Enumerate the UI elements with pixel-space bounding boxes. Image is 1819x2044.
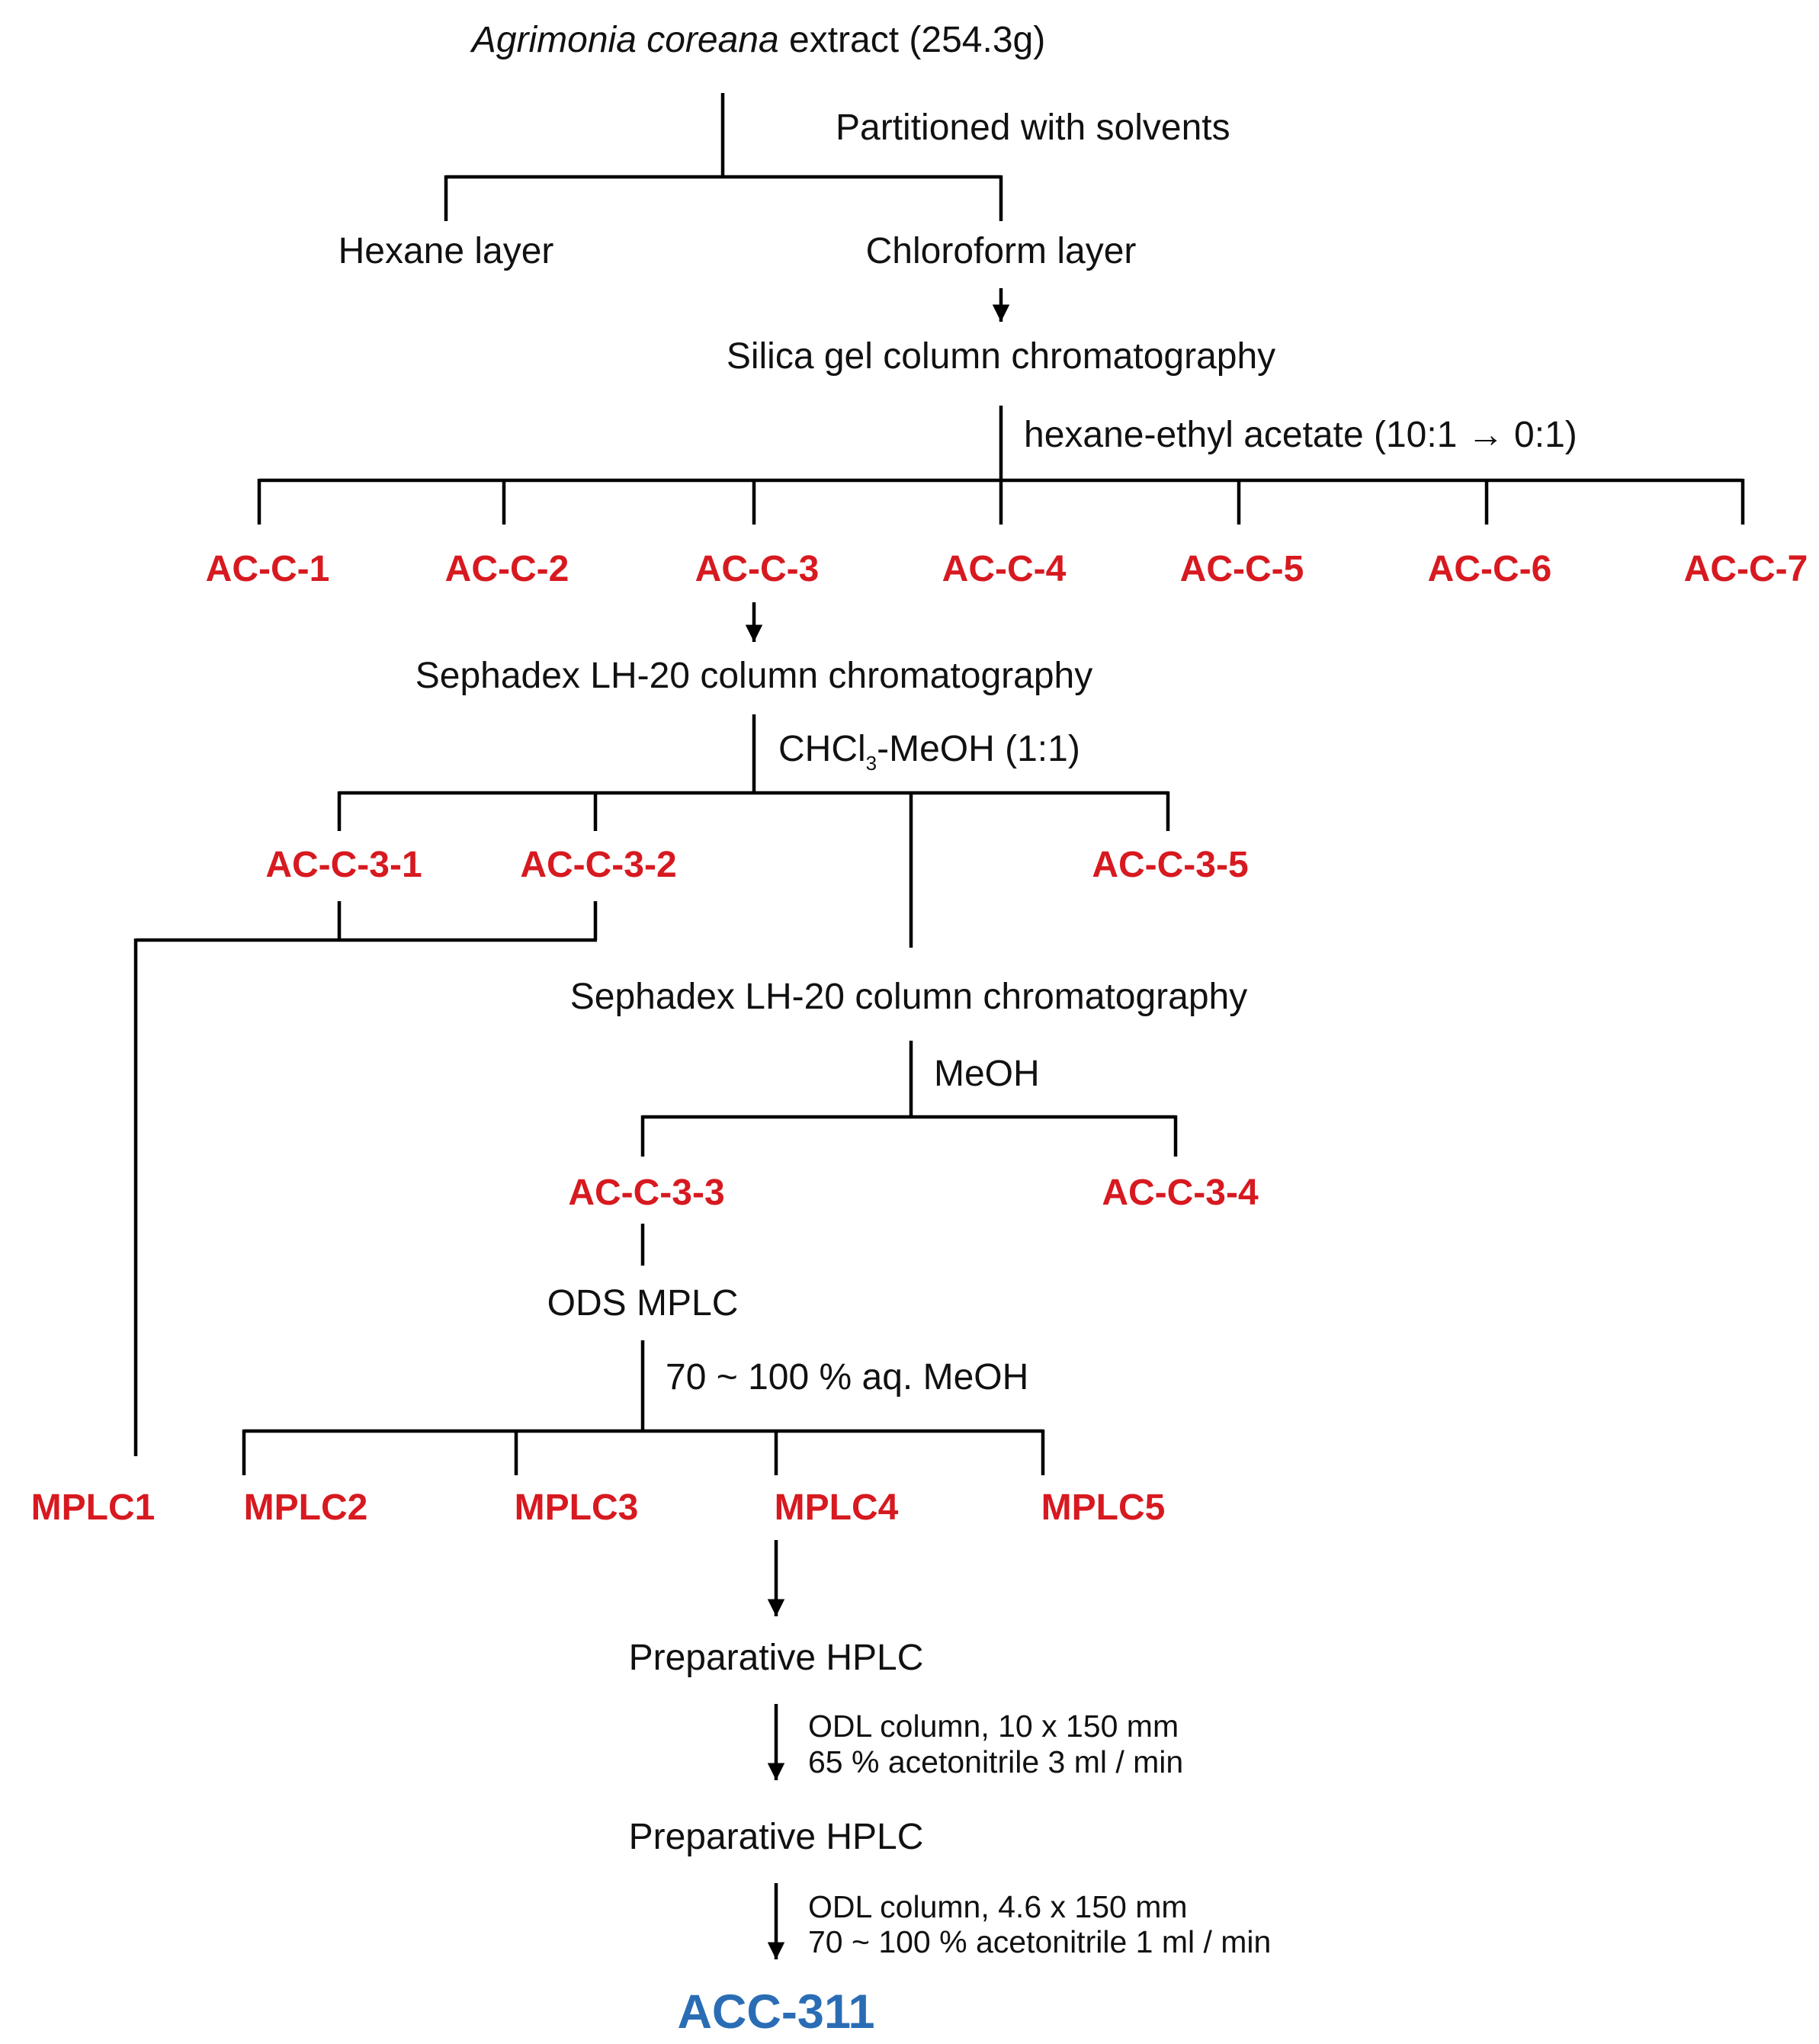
fraction-mplc3: MPLC3 <box>515 1487 639 1528</box>
hplc-2-column-label: ODL column, 4.6 x 150 mm <box>808 1889 1188 1924</box>
sephadex-step-1-label: Sephadex LH-20 column chromatography <box>415 656 1093 696</box>
partition-note: Partitioned with solvents <box>836 107 1230 148</box>
silica-eluent-label: hexane-ethyl acetate (10:1 → 0:1) <box>1024 415 1577 455</box>
sephadex-step-2-label: Sephadex LH-20 column chromatography <box>570 977 1248 1017</box>
sephadex-eluent-1-label: CHCl3-MeOH (1:1) <box>778 729 1080 775</box>
extract-amount: extract (254.3g) <box>779 20 1046 60</box>
fraction-ac-c-3-5: AC-C-3-5 <box>1092 845 1248 885</box>
fraction-ac-c-3-3: AC-C-3-3 <box>568 1173 724 1213</box>
fraction-ac-c-4: AC-C-4 <box>942 549 1067 589</box>
fraction-ac-c-3-1: AC-C-3-1 <box>265 845 422 885</box>
hplc-1-step-label: Preparative HPLC <box>629 1638 924 1678</box>
mplc-eluent-label: 70 ~ 100 % aq. MeOH <box>666 1357 1028 1397</box>
fraction-mplc2: MPLC2 <box>244 1487 368 1528</box>
hplc-2-step-label: Preparative HPLC <box>629 1817 924 1857</box>
fraction-ac-c-6: AC-C-6 <box>1428 549 1552 589</box>
sephadex-eluent-2-label: MeOH <box>934 1054 1040 1094</box>
fraction-ac-c-3: AC-C-3 <box>695 549 820 589</box>
fraction-ac-c-3-2: AC-C-3-2 <box>520 845 676 885</box>
hexane-layer-label: Hexane layer <box>338 231 554 271</box>
hplc-1-column-label: ODL column, 10 x 150 mm <box>808 1709 1179 1744</box>
silica-fraction-drops <box>257 479 1745 525</box>
silica-step-label: Silica gel column chromatography <box>727 336 1275 377</box>
final-compound-label: ACC-311 <box>677 1985 874 2039</box>
fraction-ac-c-5: AC-C-5 <box>1180 549 1304 589</box>
chloroform-layer-label: Chloroform layer <box>866 231 1137 271</box>
eluent-1-prefix: CHCl <box>778 729 866 769</box>
fraction-mplc5: MPLC5 <box>1041 1487 1166 1528</box>
fraction-ac-c-2: AC-C-2 <box>445 549 569 589</box>
eluent-1-subscript: 3 <box>866 752 877 775</box>
hplc-2-conditions-label: 70 ~ 100 % acetonitrile 1 ml / min <box>808 1924 1271 1959</box>
hplc-1-conditions-label: 65 % acetonitrile 3 ml / min <box>808 1744 1183 1779</box>
mplc-fraction-drops <box>242 1430 1045 1475</box>
fraction-ac-c-7: AC-C-7 <box>1684 549 1808 589</box>
mplc-fractions: MPLC1 MPLC2 MPLC3 MPLC4 MPLC5 <box>31 1487 1166 1528</box>
extract-title: Agrimonia coreana extract (254.3g) <box>470 20 1045 60</box>
eluent-1-suffix: -MeOH (1:1) <box>877 729 1080 769</box>
mplc-step-label: ODS MPLC <box>547 1283 739 1324</box>
fraction-ac-c-1: AC-C-1 <box>206 549 330 589</box>
fraction-ac-c-3-4: AC-C-3-4 <box>1102 1173 1259 1213</box>
extract-species: Agrimonia coreana <box>470 20 779 60</box>
silica-fractions: AC-C-1 AC-C-2 AC-C-3 AC-C-4 AC-C-5 AC-C-… <box>206 549 1808 589</box>
sephadex-1-fractions: AC-C-3-1 AC-C-3-2 AC-C-3-5 <box>265 845 1248 885</box>
fraction-mplc4: MPLC4 <box>775 1487 899 1528</box>
fraction-mplc1: MPLC1 <box>31 1487 156 1528</box>
